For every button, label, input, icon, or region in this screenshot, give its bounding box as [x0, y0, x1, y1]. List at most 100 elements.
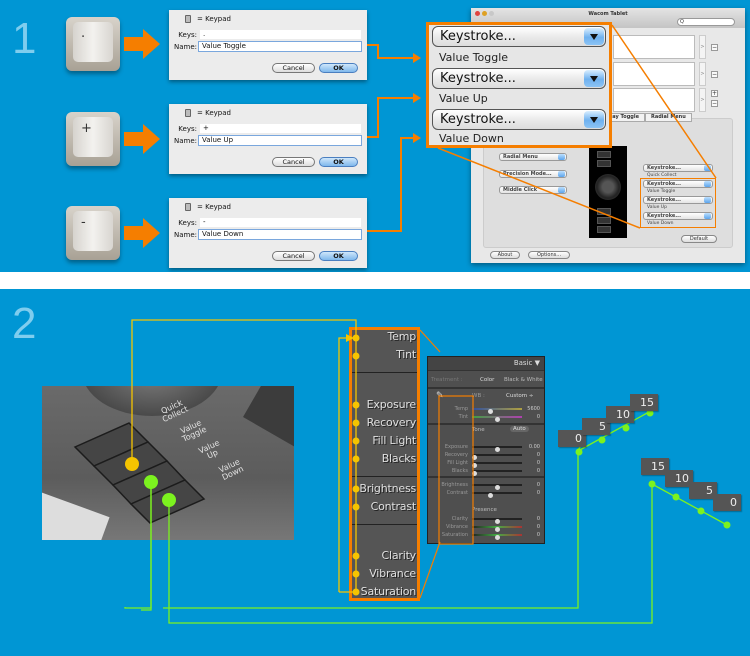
slider-track[interactable] — [472, 446, 522, 452]
slider-track[interactable] — [472, 492, 522, 498]
keypad-dialog: = Keypad Keys: - Name: Value Down Cancel… — [169, 198, 367, 268]
slider-thumb[interactable] — [495, 417, 500, 422]
slider-track[interactable] — [472, 534, 522, 540]
slider-track[interactable] — [472, 416, 522, 422]
slider-thumb[interactable] — [495, 535, 500, 540]
lightroom-basic-list — [349, 327, 420, 601]
keys-field[interactable]: - — [200, 218, 361, 227]
minus-button[interactable]: − — [711, 44, 718, 51]
slider-thumb[interactable] — [472, 455, 477, 460]
connector-lines — [367, 24, 717, 232]
default-button[interactable]: Default — [681, 235, 717, 243]
connector-line-down — [367, 137, 413, 232]
slider-label: Vibrance — [446, 524, 468, 530]
middle-click-popup[interactable]: Middle Click — [499, 186, 567, 194]
name-field[interactable]: Value Up — [198, 135, 362, 146]
keypad-dialog: = Keypad Keys: + Name: Value Up Cancel O… — [169, 104, 367, 174]
value-down-line — [168, 484, 653, 624]
chevron-right-icon[interactable]: > — [699, 62, 706, 86]
slider-track[interactable] — [472, 462, 522, 468]
slider-thumb[interactable] — [488, 493, 494, 498]
scale-dot — [697, 507, 705, 515]
ok-button[interactable]: OK — [319, 251, 358, 261]
keystroke-popup-large[interactable]: Keystroke... — [432, 68, 606, 89]
tablet-list[interactable] — [613, 35, 695, 59]
zoom-button[interactable] — [489, 11, 494, 16]
application-list[interactable] — [613, 62, 695, 86]
panel-header[interactable]: Basic ▼ — [428, 357, 544, 371]
callout-label: Value Toggle — [439, 51, 509, 64]
keystroke-popup-large[interactable]: Keystroke... — [432, 109, 606, 130]
precision-mode-popup[interactable]: Precision Mode... — [499, 170, 567, 178]
slider-thumb[interactable] — [472, 463, 477, 468]
zoom-callout: Keystroke... Value Toggle Keystroke... V… — [426, 22, 612, 148]
slider-track[interactable] — [472, 470, 522, 476]
color-option[interactable]: Color — [480, 377, 495, 383]
callout-label: Value Down — [439, 132, 504, 145]
chevron-down-icon — [584, 28, 604, 45]
options-button[interactable]: Options... — [528, 251, 570, 259]
list-item-clarity: Clarity — [381, 549, 417, 562]
plus-button[interactable]: + — [711, 90, 718, 97]
slider-track[interactable] — [472, 484, 522, 490]
chevron-down-icon — [704, 165, 711, 171]
tool-list[interactable] — [613, 88, 695, 112]
slider-track[interactable] — [472, 408, 522, 414]
chevron-down-icon — [704, 181, 711, 187]
slider-thumb[interactable] — [495, 447, 500, 452]
keys-field[interactable]: + — [200, 124, 361, 133]
cancel-button[interactable]: Cancel — [272, 157, 315, 167]
keys-field[interactable]: . — [200, 30, 361, 39]
tab-radial-menu[interactable]: Radial Menu — [644, 113, 692, 122]
value-down-dot — [162, 493, 176, 507]
value-down-popup[interactable]: Keystroke... — [643, 212, 713, 220]
radial-menu-popup[interactable]: Radial Menu — [499, 153, 567, 161]
minimize-button[interactable] — [482, 11, 487, 16]
slider-thumb[interactable] — [472, 471, 477, 476]
slider-track[interactable] — [472, 526, 522, 532]
quick-collect-popup[interactable]: Keystroke... — [643, 164, 713, 172]
list-item-temp: Temp — [387, 330, 416, 343]
search-input[interactable]: Q — [677, 18, 735, 26]
minus-button[interactable]: − — [711, 71, 718, 78]
chevron-right-icon[interactable]: > — [699, 88, 706, 112]
slider-track[interactable] — [472, 454, 522, 460]
about-button[interactable]: About — [490, 251, 520, 259]
dialog-title: = Keypad — [197, 109, 231, 117]
slider-track[interactable] — [472, 518, 522, 524]
keystroke-popup-large[interactable]: Keystroke... — [432, 26, 606, 47]
zoom-guide-line — [437, 147, 641, 229]
auto-button[interactable]: Auto — [510, 426, 529, 432]
keys-label: Keys: — [178, 31, 197, 39]
wb-select[interactable]: Custom ÷ — [506, 393, 534, 399]
list-marker-dot — [352, 334, 360, 342]
cancel-button[interactable]: Cancel — [272, 63, 315, 73]
chevron-right-icon[interactable]: > — [699, 35, 706, 59]
slider-thumb[interactable] — [495, 527, 500, 532]
name-field[interactable]: Value Down — [198, 229, 362, 240]
value-up-popup[interactable]: Keystroke... — [643, 196, 713, 204]
scale-dot — [648, 480, 656, 488]
key-glyph: - — [81, 215, 86, 230]
black-white-option[interactable]: Black & White — [504, 377, 543, 383]
slider-value: 0 — [536, 524, 540, 530]
list-item-brightness: Brightness — [359, 482, 416, 495]
ok-button[interactable]: OK — [319, 63, 358, 73]
ok-button[interactable]: OK — [319, 157, 358, 167]
name-field[interactable]: Value Toggle — [198, 41, 362, 52]
value-toggle-popup[interactable]: Keystroke... — [643, 180, 713, 188]
value-down-step: 10 — [665, 470, 693, 487]
list-marker-dot — [352, 419, 360, 427]
list-marker-dot — [352, 455, 360, 463]
dialog-title: = Keypad — [197, 203, 231, 211]
list-marker-dot — [352, 503, 360, 511]
slider-thumb[interactable] — [495, 519, 500, 524]
slider-thumb[interactable] — [488, 409, 494, 414]
divider — [352, 476, 417, 477]
period-key: · — [66, 17, 120, 71]
minus-button[interactable]: − — [711, 100, 718, 107]
close-button[interactable] — [475, 11, 480, 16]
cancel-button[interactable]: Cancel — [272, 251, 315, 261]
slider-thumb[interactable] — [495, 485, 500, 490]
